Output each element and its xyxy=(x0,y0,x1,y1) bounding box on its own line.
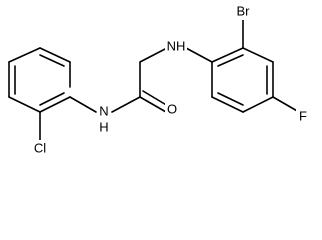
bond-right-ring-double-1 xyxy=(217,54,244,67)
atom-o-carbonyl: O xyxy=(167,101,177,116)
bond-ch2-nh xyxy=(139,47,168,63)
bond-left-ring-double-1 xyxy=(39,54,65,67)
atom-nh-amine: NH xyxy=(167,38,186,53)
bond-n-carbonyl xyxy=(111,96,141,113)
atom-br: Br xyxy=(237,3,251,18)
bond-left-ring-2 xyxy=(39,47,71,63)
bond-ring-n-amide xyxy=(69,96,97,113)
bonds xyxy=(8,19,300,141)
atom-labels: NH N H O Br F Cl xyxy=(29,3,310,156)
bond-nh-ring xyxy=(185,47,213,63)
atom-n-amide: N xyxy=(99,103,108,118)
bond-c-f xyxy=(272,96,300,113)
bond-left-ring-5 xyxy=(8,96,41,113)
atom-h-amide: H xyxy=(99,119,108,134)
atom-f: F xyxy=(299,108,307,123)
bond-right-ring-double-3 xyxy=(217,92,244,106)
bond-c-o-1 xyxy=(139,96,167,113)
atom-cl: Cl xyxy=(34,140,46,155)
bond-left-ring-double-3 xyxy=(39,92,65,106)
bond-right-ring-1 xyxy=(211,47,244,63)
bond-left-ring-3 xyxy=(8,47,41,63)
bond-left-ring-6 xyxy=(39,96,71,113)
chemical-structure: NH N H O Br F Cl xyxy=(8,3,310,156)
bond-right-ring-5 xyxy=(211,96,244,113)
bond-right-ring-4 xyxy=(242,96,274,113)
bond-c-o-2 xyxy=(142,90,169,107)
bond-right-ring-2 xyxy=(242,47,274,63)
